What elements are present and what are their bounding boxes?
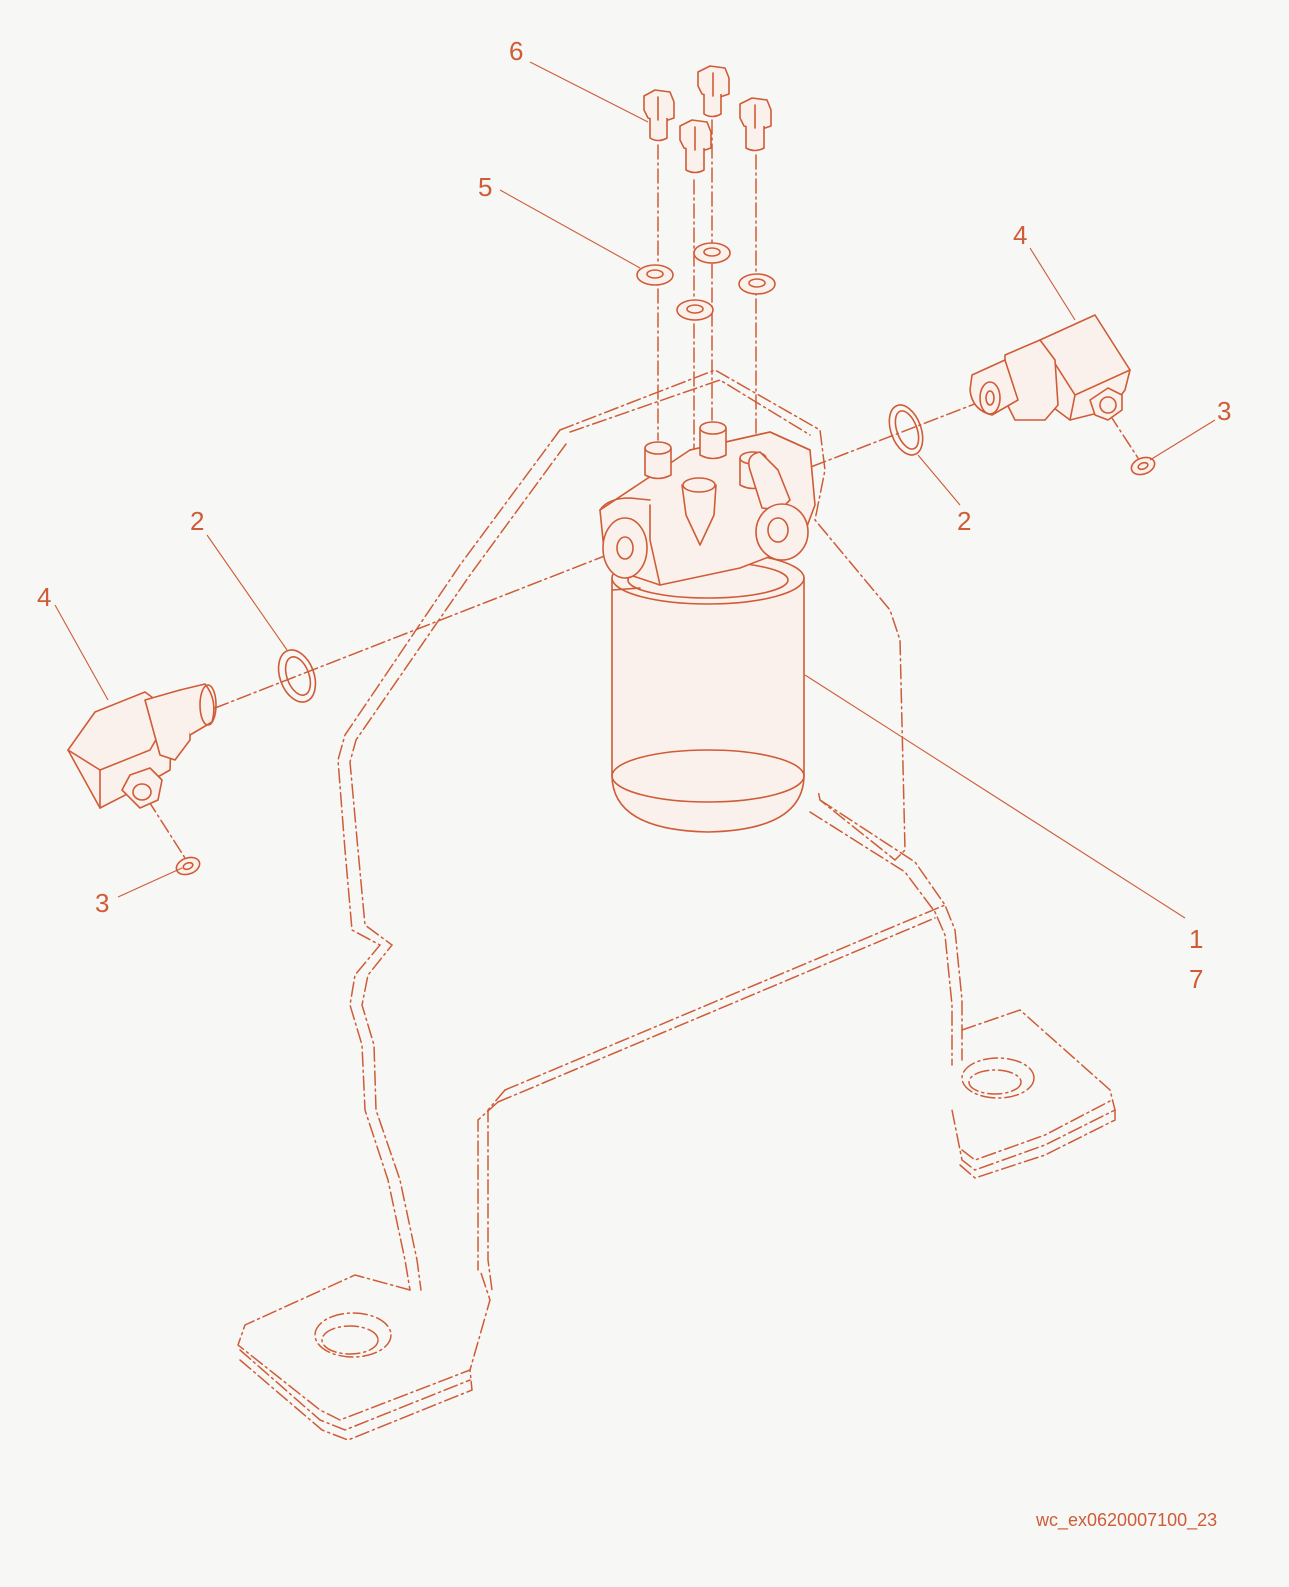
bolt-set bbox=[643, 65, 772, 174]
nut-left bbox=[175, 856, 201, 876]
callout-3-right: 3 bbox=[1217, 396, 1232, 426]
callout-2-left: 2 bbox=[190, 506, 205, 536]
bolt bbox=[679, 119, 712, 174]
nut-right bbox=[1130, 456, 1156, 476]
elbow-fitting-right bbox=[969, 314, 1131, 421]
callout-2-right: 2 bbox=[957, 506, 972, 536]
o-ring-left bbox=[277, 649, 317, 703]
callout-3-left: 3 bbox=[95, 888, 110, 918]
callout-4-left: 4 bbox=[37, 582, 52, 612]
washer-set bbox=[636, 242, 776, 321]
mounting-bracket bbox=[237, 369, 1116, 1441]
bolt bbox=[643, 89, 675, 142]
o-ring-right bbox=[888, 404, 924, 456]
bolt bbox=[697, 65, 730, 118]
callout-4-right: 4 bbox=[1013, 220, 1028, 250]
drawing-reference-code: wc_ex0620007100_23 bbox=[1036, 1510, 1218, 1530]
callout-7: 7 bbox=[1189, 964, 1204, 994]
elbow-fitting-left bbox=[67, 683, 217, 809]
callout-6: 6 bbox=[509, 36, 524, 66]
filter-assembly bbox=[599, 421, 816, 833]
bolt bbox=[739, 97, 772, 152]
callout-1: 1 bbox=[1189, 924, 1204, 954]
assembly-axis-lines bbox=[147, 119, 1139, 859]
callout-5: 5 bbox=[478, 172, 493, 202]
leader-lines bbox=[54, 61, 1216, 919]
